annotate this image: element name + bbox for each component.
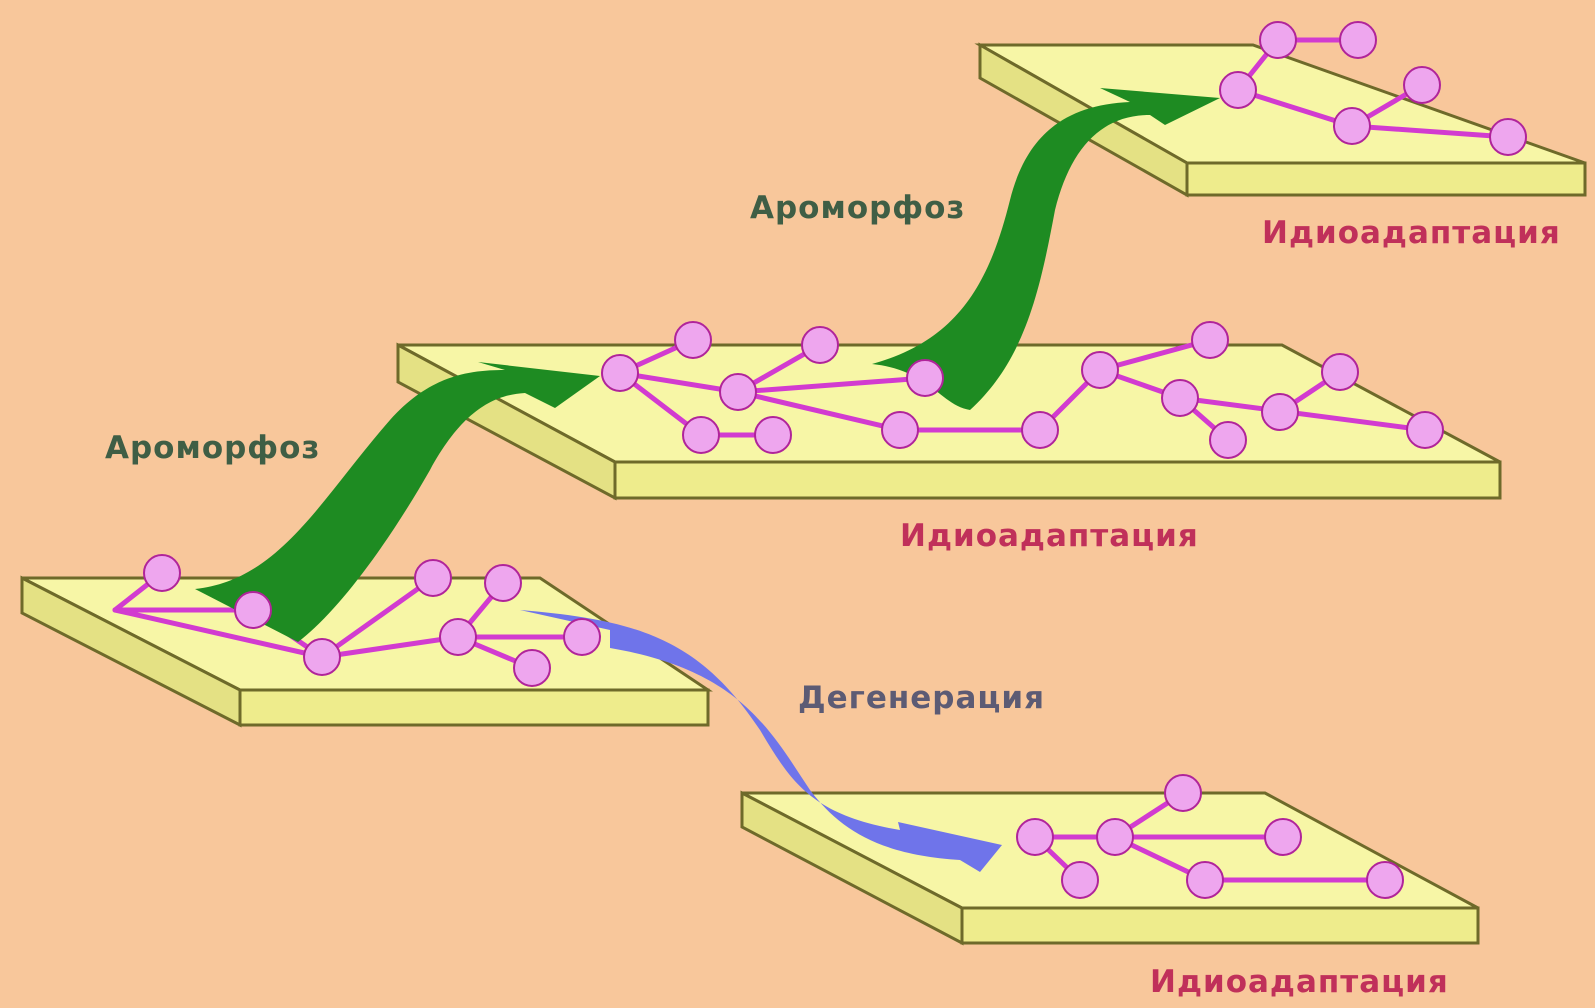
idioadaptation-label-middle: Идиоадаптация	[900, 518, 1199, 554]
idioadaptation-label-top: Идиоадаптация	[1262, 215, 1561, 251]
platform-bottom	[742, 793, 1478, 943]
aromorphosis-label-upper: Ароморфоз	[750, 190, 965, 226]
aromorphosis-label-lower: Ароморфоз	[105, 430, 320, 466]
idioadaptation-label-bottom: Идиоадаптация	[1150, 964, 1449, 1000]
degeneration-label: Дегенерация	[798, 680, 1045, 716]
